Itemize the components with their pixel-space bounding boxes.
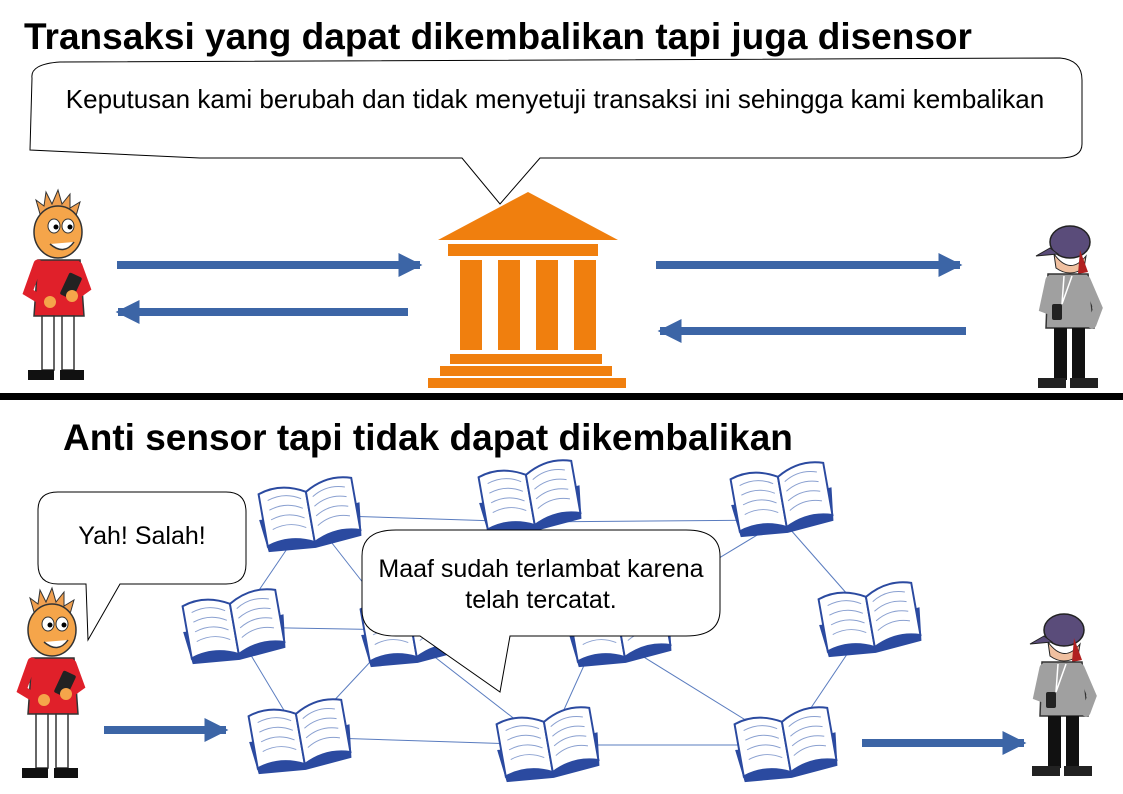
title-censorship-resistant: Anti sensor tapi tidak dapat dikembalika… <box>63 417 793 458</box>
network-bubble-text: Maaf sudah terlambat karena telah tercat… <box>378 555 704 614</box>
sender-bubble-text: Yah! Salah! <box>78 522 206 550</box>
ledger-book-icon <box>473 456 587 541</box>
ledger-book-icon <box>491 703 605 788</box>
title-censorable-transaction: Transaksi yang dapat dikembalikan tapi j… <box>24 16 972 57</box>
receiver-character-bottom <box>1030 614 1092 776</box>
section-divider <box>0 393 1123 400</box>
ledger-book-icon <box>729 703 843 788</box>
receiver-character-top <box>1036 226 1098 388</box>
network-speech-bubble <box>361 529 721 693</box>
ledger-book-icon <box>725 458 839 543</box>
bank-icon <box>428 192 626 388</box>
ledger-book-icon <box>177 585 291 670</box>
sender-character-bottom <box>22 588 80 778</box>
ledger-book-icon <box>813 578 927 663</box>
ledger-book-icon <box>253 473 367 558</box>
ledger-book-icon <box>243 695 357 780</box>
sender-character-top <box>28 190 86 380</box>
bank-bubble-text: Keputusan kami berubah dan tidak menyetu… <box>65 84 1045 114</box>
sender-speech-bubble <box>37 491 247 642</box>
bank-speech-bubble <box>29 57 1083 205</box>
